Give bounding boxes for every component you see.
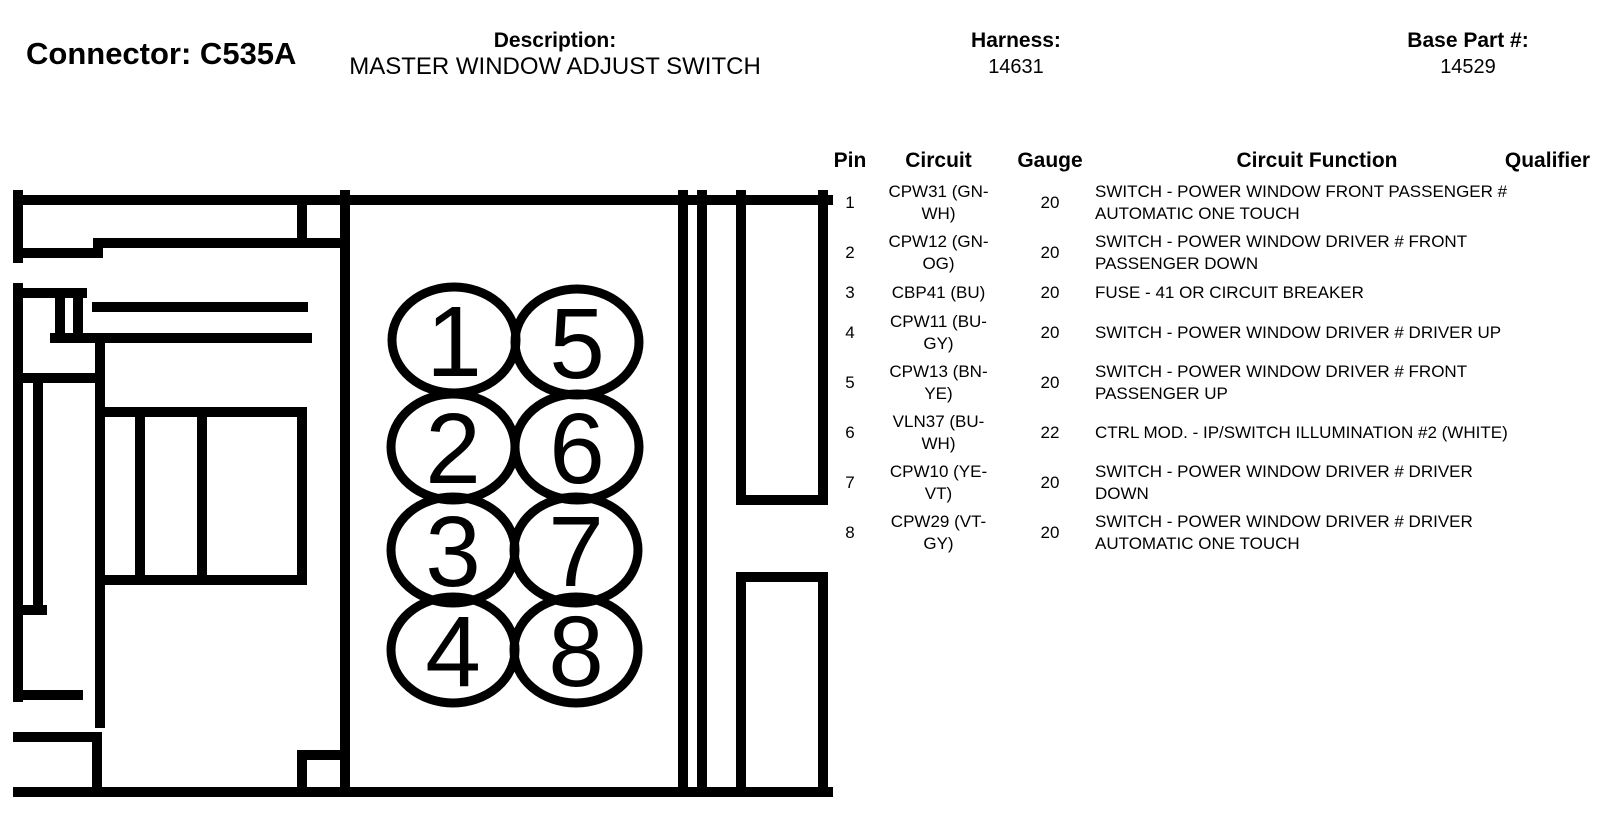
column-header-gauge: Gauge — [1017, 149, 1083, 172]
gauge-cell: 22 — [1040, 423, 1060, 442]
pin-row-6: 6 VLN37 (BU- WH) 22 CTRL MOD. - IP/SWITCH I… — [828, 408, 1600, 458]
pin-number-4: 4 — [425, 596, 481, 708]
pin-circle-8 — [509, 592, 643, 708]
circuit-cell: CPW13 (BN- YE) — [889, 362, 988, 403]
circuit-cell: CPW29 (VT- GY) — [890, 512, 987, 553]
connector-title: Connector: C535A — [26, 36, 297, 71]
circuit-function-cell: SWITCH - POWER WINDOW DRIVER # DRIVER UP — [1095, 323, 1502, 342]
pin-cell: 1 — [845, 193, 855, 212]
description-block: Description: MASTER WINDOW ADJUST SWITCH — [330, 28, 780, 80]
pin-row-5: 5 CPW13 (BN- YE) 20 SWITCH - POWER WINDOW D… — [828, 358, 1600, 408]
gauge-cell: 20 — [1040, 373, 1060, 392]
pin-table-body: 1 CPW31 (GN- WH) 20 SWITCH - POWER WINDOW F… — [828, 178, 1600, 558]
pin-row-4: 4 CPW11 (BU- GY) 20 SWITCH - POWER WINDOW D… — [828, 308, 1600, 358]
circuit-function-cell: SWITCH - POWER WINDOW DRIVER # FRONT PAS… — [1095, 362, 1468, 403]
circuit-cell: CPW12 (GN- OG) — [888, 232, 989, 273]
pin-circle-7 — [509, 492, 643, 608]
pin-row-1: 1 CPW31 (GN- WH) 20 SWITCH - POWER WINDOW F… — [828, 178, 1600, 228]
circuit-cell: VLN37 (BU- WH) — [892, 412, 985, 453]
harness-block: Harness: 14631 — [916, 28, 1116, 80]
circuit-cell: CBP41 (BU) — [891, 283, 986, 302]
harness-value: 14631 — [988, 56, 1044, 78]
pin-number-5: 5 — [549, 288, 605, 400]
pin-row-2: 2 CPW12 (GN- OG) 20 SWITCH - POWER WINDOW D… — [828, 228, 1600, 278]
gauge-cell: 20 — [1040, 283, 1060, 302]
circuit-function-cell: CTRL MOD. - IP/SWITCH ILLUMINATION #2 (W… — [1095, 423, 1508, 442]
column-header-pin: Pin — [833, 149, 867, 172]
pin-row-8: 8 CPW29 (VT- GY) 20 SWITCH - POWER WINDOW D… — [828, 508, 1600, 558]
circuit-cell: CPW11 (BU- GY) — [890, 312, 987, 353]
pin-cell: 7 — [845, 473, 855, 492]
circuit-function-cell: SWITCH - POWER WINDOW DRIVER # DRIVER AU… — [1095, 512, 1473, 553]
pin-row-7: 7 CPW10 (YE- VT) 20 SWITCH - POWER WINDOW D… — [828, 458, 1600, 508]
pin-cell: 2 — [845, 243, 855, 262]
circuit-cell: CPW31 (GN- WH) — [888, 182, 989, 223]
base-part-label: Base Part #: — [1407, 29, 1529, 52]
gauge-cell: 20 — [1040, 473, 1060, 492]
pin-cell: 8 — [845, 523, 855, 542]
column-header-qualifier: Qualifier — [1504, 149, 1591, 172]
pin-number-1: 1 — [426, 286, 482, 398]
pin-cell: 6 — [845, 423, 855, 442]
pin-cell: 4 — [845, 323, 855, 342]
pin-table: Pin Circuit Gauge Circuit Function Quali… — [828, 144, 1600, 558]
circuit-function-cell: SWITCH - POWER WINDOW DRIVER # DRIVER DO… — [1095, 462, 1473, 503]
gauge-cell: 20 — [1040, 523, 1060, 542]
harness-label: Harness: — [971, 29, 1061, 52]
column-header-function: Circuit Function — [1236, 149, 1398, 172]
gauge-cell: 20 — [1040, 193, 1060, 212]
description-label: Description: — [493, 29, 617, 52]
circuit-function-cell: SWITCH - POWER WINDOW FRONT PASSENGER # … — [1095, 182, 1508, 223]
circuit-function-cell: FUSE - 41 OR CIRCUIT BREAKER — [1095, 283, 1364, 302]
pin-number-3: 3 — [425, 496, 481, 608]
description-value: MASTER WINDOW ADJUST SWITCH — [349, 53, 761, 80]
pin-table-header: Pin Circuit Gauge Circuit Function Quali… — [828, 144, 1600, 178]
circuit-cell: CPW10 (YE- VT) — [889, 462, 988, 503]
pin-row-3: 3 CBP41 (BU) 20 FUSE - 41 OR CIRCUIT BREAKE… — [828, 278, 1600, 308]
connector-outline — [13, 190, 833, 797]
pin-number-8: 8 — [548, 596, 604, 708]
pin-number-7: 7 — [548, 496, 604, 608]
pin-number-2: 2 — [425, 393, 481, 505]
gauge-cell: 20 — [1040, 243, 1060, 262]
gauge-cell: 20 — [1040, 323, 1060, 342]
pin-cell: 5 — [845, 373, 855, 392]
circuit-function-cell: SWITCH - POWER WINDOW DRIVER # FRONT PAS… — [1095, 232, 1468, 273]
pin-number-6: 6 — [549, 393, 605, 505]
column-header-circuit: Circuit — [905, 149, 972, 172]
base-part-value: 14529 — [1440, 56, 1496, 78]
pin-cell: 3 — [845, 283, 855, 302]
base-part-block: Base Part #: 14529 — [1368, 28, 1568, 80]
